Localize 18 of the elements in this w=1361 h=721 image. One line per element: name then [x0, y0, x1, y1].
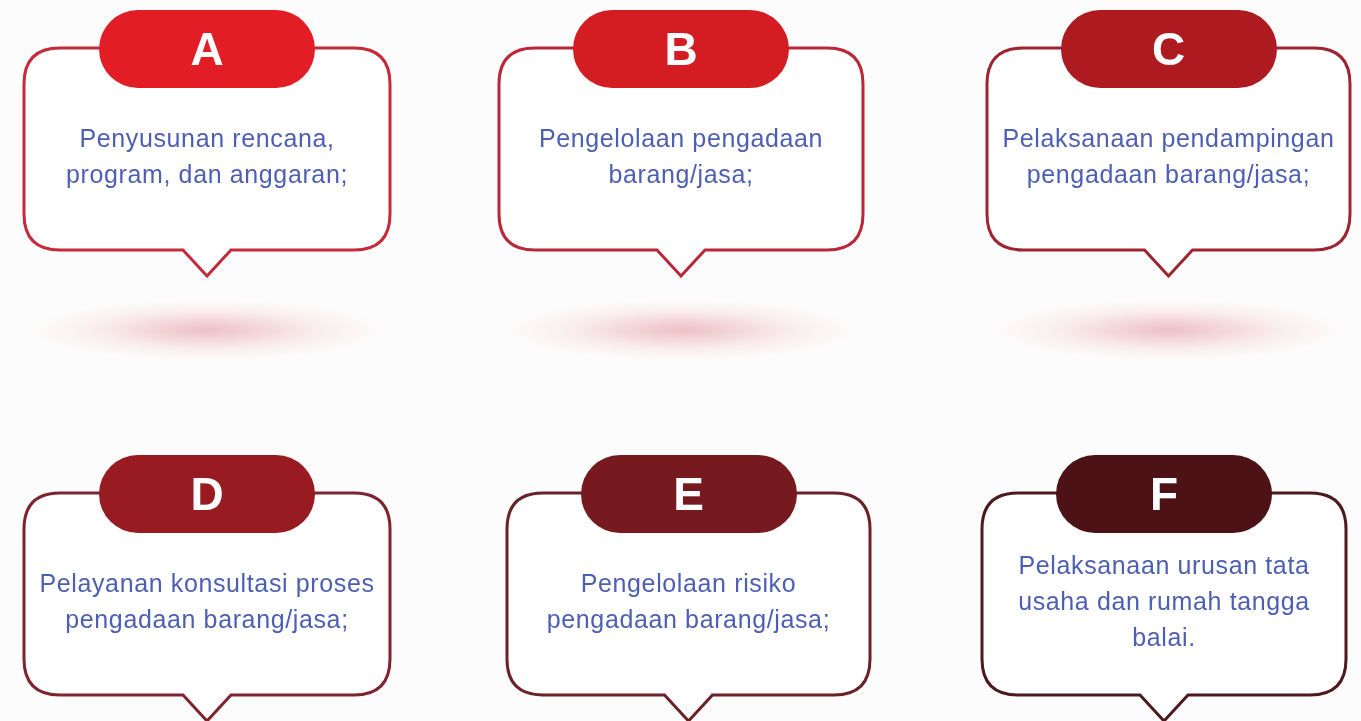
- speech-bubble: [980, 455, 1348, 721]
- speech-bubble: [497, 10, 865, 278]
- letter-badge: C: [1060, 10, 1277, 88]
- description-text: Pelaksanaan urusan tata usaha dan rumah tangga balai.: [1017, 550, 1311, 653]
- description-text: Pelaksanaan pendampingan pengadaan barang/jasa;: [1001, 123, 1336, 190]
- letter-badge: B: [573, 10, 789, 88]
- letter-badge: E: [580, 455, 797, 533]
- speech-bubble: [22, 10, 392, 278]
- speech-bubble: [505, 455, 872, 721]
- letter-badge: F: [1056, 455, 1272, 533]
- speech-bubble: [985, 10, 1352, 278]
- description-text: Penyusunan rencana, program, dan anggaran;: [65, 123, 349, 190]
- letter-badge: A: [99, 10, 315, 88]
- description-text: Pengelolaan pengadaan barang/jasa;: [537, 123, 825, 190]
- speech-bubble: [22, 455, 392, 721]
- description-text: Pelayanan konsultasi proses pengadaan barang/jasa;: [38, 568, 376, 635]
- letter-badge: D: [99, 455, 315, 533]
- description-text: Pengelolaan risiko pengadaan barang/jasa;: [545, 568, 832, 635]
